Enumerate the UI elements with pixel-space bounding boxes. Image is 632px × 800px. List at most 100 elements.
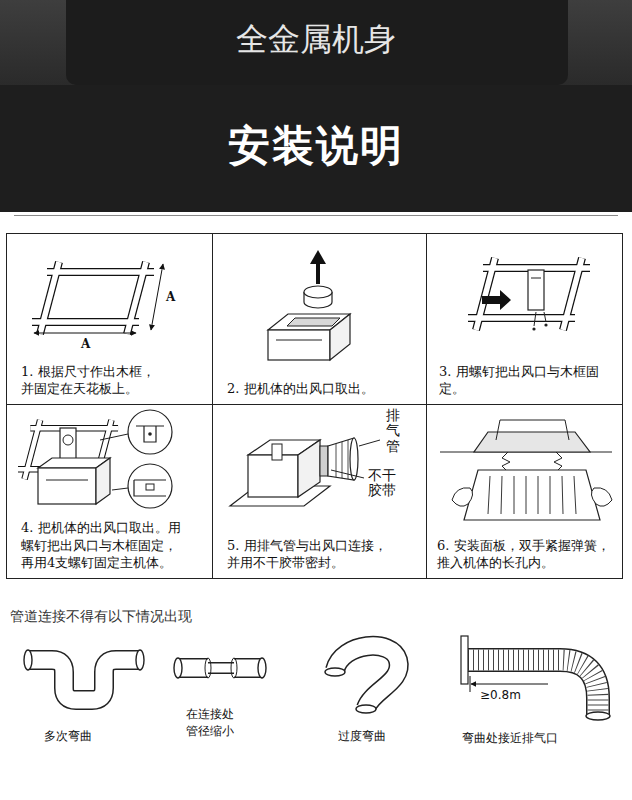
line-art — [316, 262, 320, 284]
line-art — [310, 250, 326, 264]
line-art — [298, 440, 320, 497]
line-art — [464, 470, 600, 520]
section-note: 管道连接不得有以下情况出现 — [10, 608, 192, 626]
line-art — [502, 452, 510, 470]
fault-caption: 多次弯曲 — [44, 728, 92, 745]
dimension-label: ≥0.8m — [480, 688, 521, 702]
line-art — [231, 658, 237, 678]
line-art — [178, 668, 262, 669]
line-art — [174, 658, 182, 678]
line-art — [320, 446, 328, 476]
step-caption: 6. 安装面板，双手紧握弹簧， 推入机体的长孔内。 — [437, 537, 620, 572]
line-art — [34, 333, 136, 334]
line-art — [496, 420, 500, 440]
line-art — [500, 420, 565, 421]
line-art — [96, 458, 110, 504]
line-art — [565, 420, 569, 440]
line-art — [151, 264, 163, 330]
fault-caption: 过度弯曲 — [338, 728, 386, 745]
line-art — [526, 476, 527, 514]
line-art — [148, 432, 152, 436]
fault-caption: 在连接处 管径缩小 — [184, 706, 236, 740]
line-art — [32, 262, 154, 334]
step-caption: 2. 把机体的出风口取出。 — [227, 380, 417, 398]
line-art — [531, 278, 541, 279]
line-art — [248, 455, 298, 497]
line-art — [276, 340, 322, 341]
line-art — [28, 660, 140, 700]
line-art — [335, 646, 399, 708]
line-art — [501, 476, 502, 514]
line-art — [136, 426, 164, 442]
line-art — [32, 262, 154, 334]
line-art — [63, 435, 73, 445]
line-art — [468, 258, 590, 330]
line-art — [128, 410, 172, 454]
line-art — [348, 440, 349, 479]
line-art — [468, 660, 598, 716]
line-art — [204, 662, 238, 674]
line-art — [331, 470, 364, 478]
banner-text: 全金属机身 — [0, 18, 632, 62]
line-art — [550, 476, 551, 514]
line-art — [128, 464, 172, 508]
line-art — [471, 684, 548, 685]
line-art — [562, 476, 563, 514]
line-art — [38, 468, 96, 504]
line-art — [359, 440, 380, 446]
line-art — [514, 476, 515, 514]
line-art — [586, 712, 610, 720]
line-art — [28, 660, 140, 700]
line-art — [591, 488, 612, 507]
line-art — [452, 488, 473, 507]
step-caption: 3. 用螺钉把出风口与木框固 定。 — [439, 363, 615, 398]
line-art — [325, 668, 345, 676]
part-label: 不干 胶带 — [368, 468, 396, 499]
line-art — [356, 705, 376, 713]
line-art — [482, 290, 511, 310]
line-art — [532, 327, 535, 330]
line-art — [488, 476, 490, 514]
line-art — [0, 85, 632, 212]
dimension-label: A — [81, 337, 90, 351]
line-art — [258, 658, 266, 678]
line-art — [461, 636, 468, 684]
line-art — [14, 215, 618, 216]
line-art — [538, 476, 539, 514]
step-cell: 3. 用螺钉把出风口与木框固 定。 — [426, 233, 623, 405]
line-art — [100, 434, 128, 440]
line-art — [304, 286, 332, 298]
line-art — [24, 650, 32, 670]
line-art — [474, 432, 590, 452]
line-art — [468, 660, 598, 716]
step-caption: 1. 根据尺寸作出木框， 并固定在天花板上。 — [21, 363, 171, 398]
line-art — [46, 480, 88, 481]
step-caption: 5. 用排气管与出风口连接， 并用不干胶带密封。 — [227, 537, 389, 572]
line-art — [134, 480, 166, 496]
page-title: 安装说明 — [0, 118, 632, 174]
line-art — [574, 476, 576, 514]
line-art — [554, 452, 562, 470]
line-art — [272, 444, 282, 460]
line-art — [205, 658, 211, 678]
line-art — [335, 646, 399, 708]
step-cell: 2. 把机体的出风口取出。 — [212, 233, 427, 405]
line-art — [136, 650, 144, 670]
line-art — [112, 488, 128, 490]
step-caption: 4. 把机体的出风口取出。用 螺钉把出风口与木框固定， 再用4支螺钉固定主机体。 — [21, 519, 183, 572]
line-art — [470, 676, 471, 692]
line-art — [544, 312, 546, 322]
line-art — [335, 646, 399, 708]
fault-caption: 弯曲处接近排气口 — [462, 730, 558, 747]
line-art — [468, 258, 590, 330]
line-art — [28, 660, 140, 700]
line-art — [534, 312, 536, 326]
line-art — [468, 660, 598, 716]
line-art — [336, 444, 337, 477]
dimension-label: A — [166, 290, 175, 304]
line-art — [268, 330, 330, 360]
line-art — [287, 318, 340, 326]
line-art — [544, 323, 547, 326]
